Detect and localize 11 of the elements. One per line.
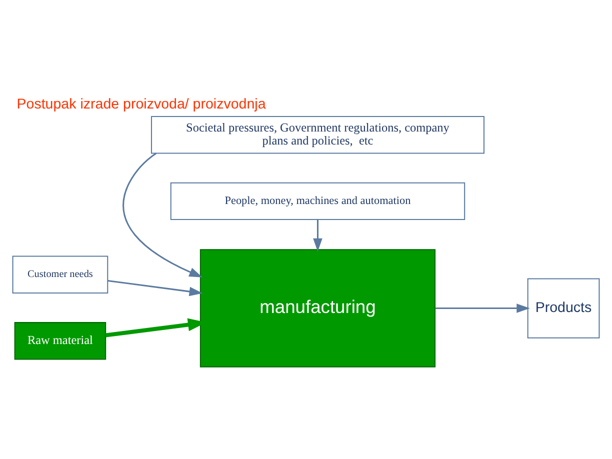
- node-box: People, money, machines and automation: [170, 182, 466, 220]
- diagram-title: Postupak izrade proizvoda/ proizvodnja: [16, 96, 266, 112]
- node-box: manufacturing: [200, 248, 436, 367]
- arrow: [108, 280, 203, 296]
- arrow: [435, 303, 530, 312]
- node-box: Societal pressures, Government regulations, company plans and policies, etc: [150, 116, 484, 154]
- node-box: Products: [527, 278, 600, 338]
- arrow: [313, 219, 322, 252]
- arrow: [122, 152, 202, 277]
- node-box: Raw material: [14, 322, 106, 360]
- node-box: Customer needs: [12, 255, 108, 293]
